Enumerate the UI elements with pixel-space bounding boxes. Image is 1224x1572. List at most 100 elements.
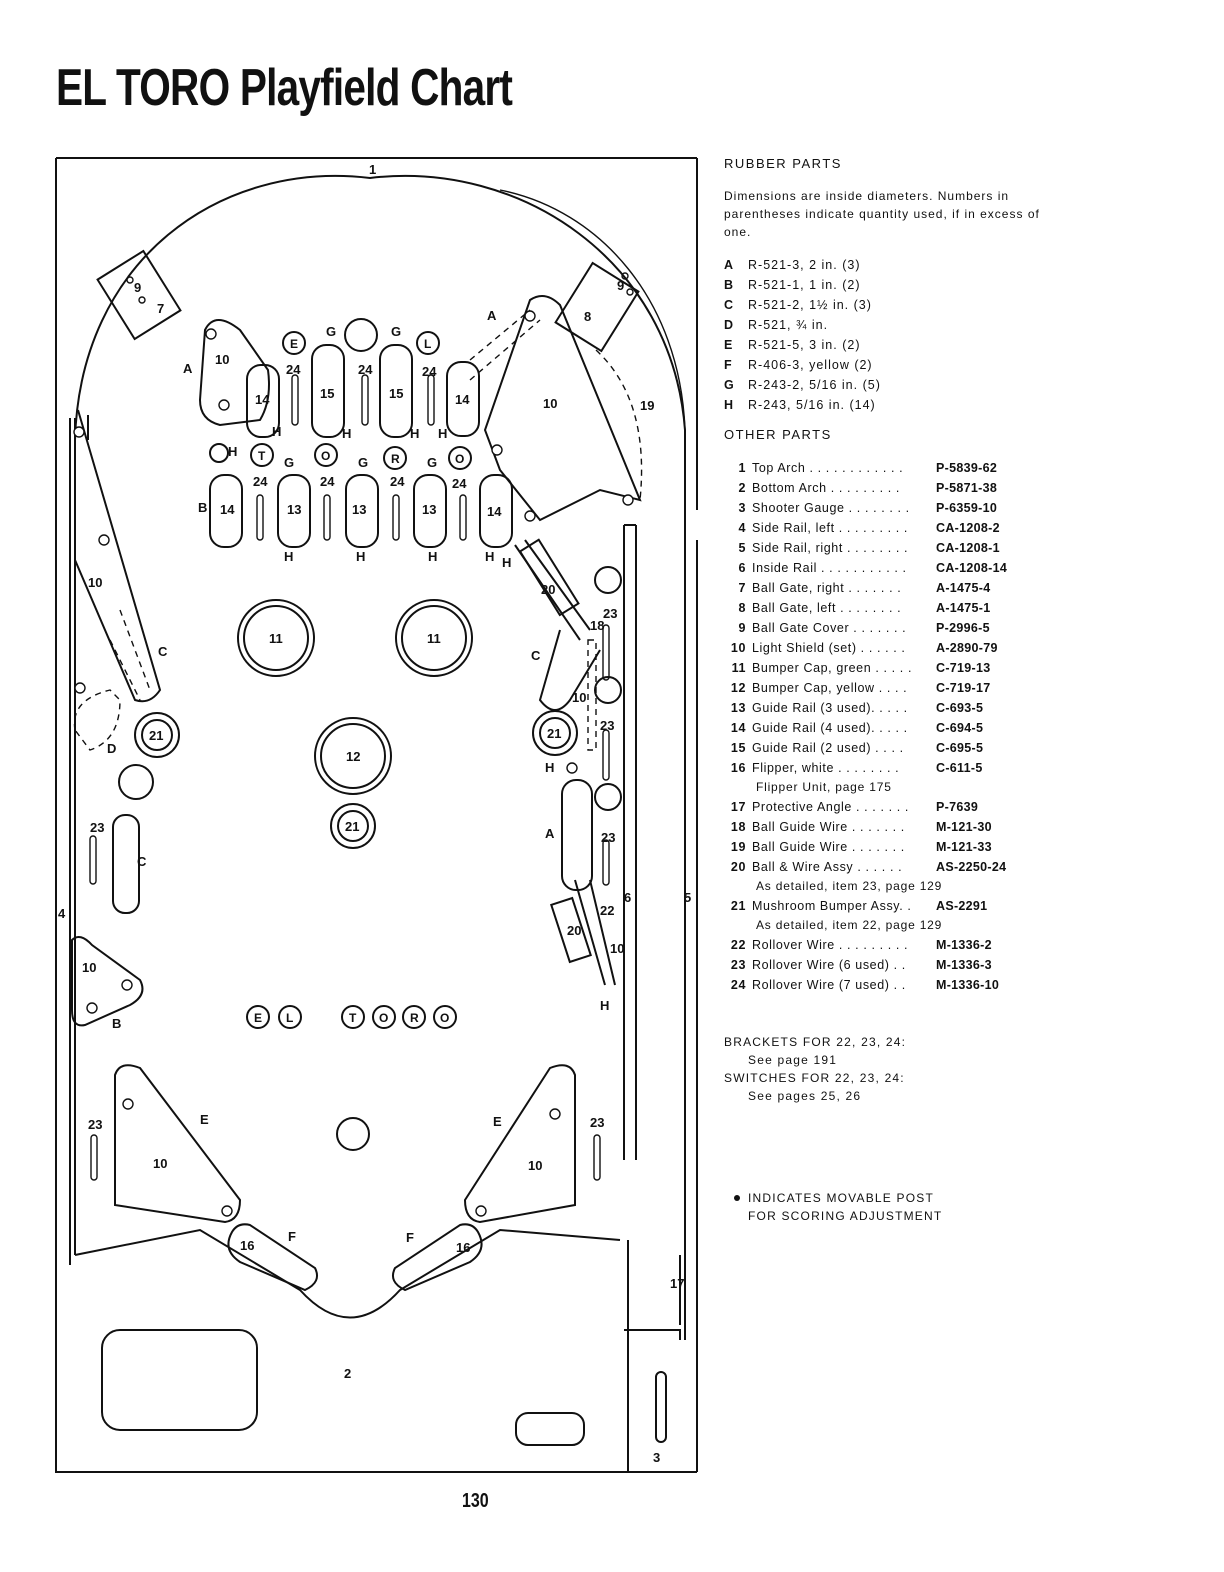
ball-gate-left bbox=[554, 261, 640, 353]
label-roll24: 24 bbox=[253, 474, 268, 489]
label-rail14: 14 bbox=[455, 392, 470, 407]
rubber-key: C bbox=[724, 298, 735, 312]
bumper-11-left bbox=[237, 599, 315, 677]
part-description: Rollover Wire (6 used) . . bbox=[752, 958, 906, 972]
rubber-spec: R-521-3, 2 in. (3) bbox=[748, 258, 861, 272]
rubber-key: B bbox=[724, 278, 735, 292]
rubber-spec: R-521, ¾ in. bbox=[748, 318, 829, 332]
label-flipper: 16 bbox=[240, 1238, 254, 1253]
ball-gate-right bbox=[96, 249, 182, 341]
part-description: Rollover Wire (7 used) . . bbox=[752, 978, 906, 992]
label-rubber-C: C bbox=[531, 648, 541, 663]
part-code: M-1336-3 bbox=[936, 958, 992, 972]
label-roll24: 24 bbox=[422, 364, 437, 379]
label-bottom-arch: 2 bbox=[344, 1366, 351, 1381]
part-description: Ball Guide Wire . . . . . . . bbox=[752, 820, 905, 834]
part-code: M-121-30 bbox=[936, 820, 992, 834]
label-shield: 10 bbox=[572, 690, 586, 705]
mushroom-bumper-center bbox=[330, 803, 376, 849]
part-description: Ball Gate Cover . . . . . . . bbox=[752, 621, 907, 635]
light-shield-upper-left bbox=[198, 319, 270, 427]
label-flipper: 16 bbox=[456, 1240, 470, 1255]
label-roll24: 24 bbox=[390, 474, 405, 489]
label-rubber-H: H bbox=[410, 426, 419, 441]
label-rubber-G: G bbox=[358, 455, 368, 470]
part-number: 12 bbox=[730, 681, 746, 695]
part-code: M-1336-10 bbox=[936, 978, 1000, 992]
label-rubber-H: H bbox=[342, 426, 351, 441]
label-gate-8: 8 bbox=[584, 309, 591, 324]
light-shield-left-lane bbox=[74, 409, 162, 703]
label-shield: 10 bbox=[82, 960, 96, 975]
label-rubber-A: A bbox=[183, 361, 193, 376]
rollover-letter: L bbox=[424, 337, 431, 351]
part-description: Guide Rail (3 used). . . . . bbox=[752, 701, 908, 715]
rubber-key: E bbox=[724, 338, 734, 352]
left-rubber-D bbox=[73, 689, 121, 751]
label-roll24: 24 bbox=[320, 474, 335, 489]
rubber-spec: R-521-2, 1½ in. (3) bbox=[748, 298, 872, 312]
label-wire19: 19 bbox=[640, 398, 654, 413]
part-code: M-121-33 bbox=[936, 840, 992, 854]
el-toro-rollovers bbox=[246, 1005, 457, 1029]
label-rubber-G: G bbox=[284, 455, 294, 470]
part-code: P-2996-5 bbox=[936, 621, 990, 635]
part-note: As detailed, item 22, page 129 bbox=[756, 918, 943, 932]
flipper-right bbox=[392, 1223, 483, 1292]
guide-rails-lower bbox=[209, 474, 513, 548]
part-row: 9 Ball Gate Cover . . . . . . . P-2996-5 bbox=[724, 618, 1064, 638]
label-mushroom: 21 bbox=[149, 728, 163, 743]
bumper-12 bbox=[314, 717, 392, 795]
part-number: 6 bbox=[738, 561, 746, 575]
part-number: 2 bbox=[738, 481, 746, 495]
page-number: 130 bbox=[462, 1490, 489, 1512]
part-number: 9 bbox=[738, 621, 746, 635]
part-number: 7 bbox=[738, 581, 746, 595]
part-description: Protective Angle . . . . . . . bbox=[752, 800, 909, 814]
part-number: 23 bbox=[730, 958, 746, 972]
drain-cutout bbox=[101, 1329, 258, 1431]
part-note: As detailed, item 23, page 129 bbox=[756, 879, 943, 893]
center-drain-post bbox=[336, 1117, 370, 1151]
label-rubber-H: H bbox=[438, 426, 447, 441]
label-rubber-C: C bbox=[158, 644, 168, 659]
brackets-heading: BRACKETS FOR 22, 23, 24: bbox=[724, 1035, 907, 1049]
part-number: 14 bbox=[730, 721, 746, 735]
label-shield: 10 bbox=[215, 352, 229, 367]
part-code: AS-2250-24 bbox=[936, 860, 1007, 874]
part-number: 4 bbox=[738, 521, 746, 535]
left-lower-shield-B bbox=[71, 935, 144, 1027]
shooter-slot bbox=[655, 1371, 667, 1443]
rubber-parts-description: Dimensions are inside diameters. Numbers… bbox=[724, 189, 1040, 239]
label-rubber-G: G bbox=[326, 324, 336, 339]
label-shield: 10 bbox=[528, 1158, 542, 1173]
part-number: 19 bbox=[730, 840, 746, 854]
mushroom-bumper-left bbox=[134, 712, 180, 758]
rubber-key: F bbox=[724, 358, 733, 372]
part-code: C-611-5 bbox=[936, 761, 983, 775]
label-rail15: 15 bbox=[389, 386, 403, 401]
part-code: C-719-13 bbox=[936, 661, 991, 675]
label-ballwire-1: 20 bbox=[541, 582, 555, 597]
label-roll24: 24 bbox=[358, 362, 373, 377]
brackets-ref: See page 191 bbox=[748, 1053, 838, 1067]
rubber-key: A bbox=[724, 258, 735, 272]
inside-rail bbox=[623, 524, 637, 1160]
label-roll24: 24 bbox=[286, 362, 301, 377]
part-number: 22 bbox=[730, 938, 746, 952]
label-rubber-A: A bbox=[487, 308, 497, 323]
label-roll23: 23 bbox=[600, 718, 614, 733]
slingshot-left bbox=[114, 1064, 242, 1224]
label-rubber-C: C bbox=[137, 854, 147, 869]
